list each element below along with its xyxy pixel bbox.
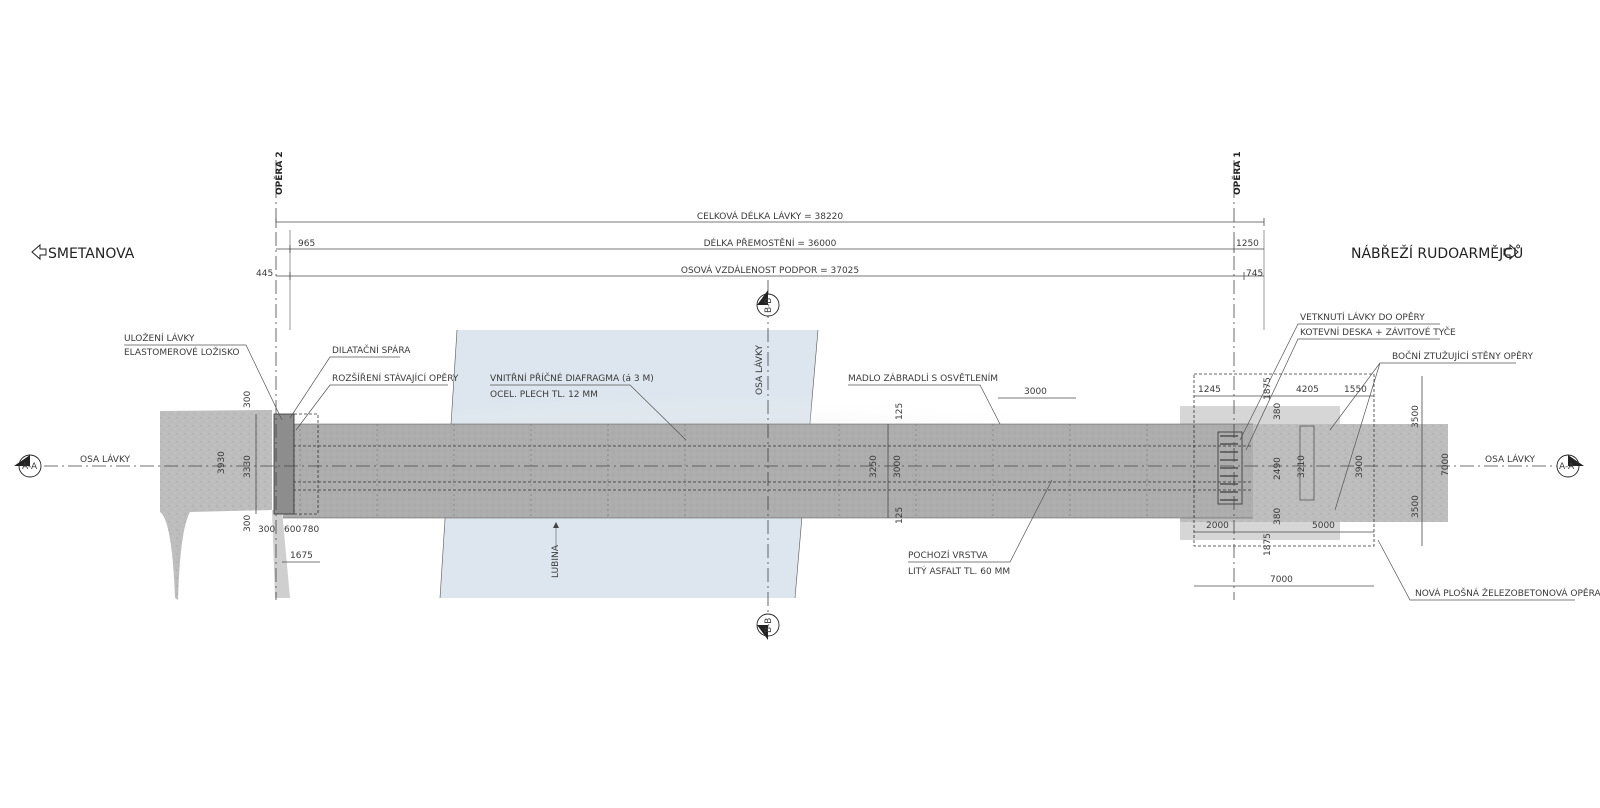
section-mark-bb-top: B-B bbox=[756, 290, 780, 317]
dim-3930: 3930 bbox=[217, 451, 227, 474]
top-dimensions: CELKOVÁ DÉLKA LÁVKY = 38220 DÉLKA PŘEMOS… bbox=[256, 210, 1265, 280]
section-bb-top-label: B-B bbox=[764, 298, 774, 313]
dim-5000: 5000 bbox=[1312, 521, 1335, 531]
section-mark-bb-bottom: B-B bbox=[756, 613, 780, 640]
arrow-left-icon bbox=[31, 243, 47, 261]
dim-780: 780 bbox=[302, 525, 319, 535]
bearing-callout: ULOŽENÍ LÁVKY ELASTOMEROVÉ LOŽISKO bbox=[124, 332, 283, 421]
axis-right-label: OSA LÁVKY bbox=[1485, 453, 1536, 465]
dim-1875-bot: 1875 bbox=[1263, 533, 1273, 556]
dim-300-top: 300 bbox=[243, 391, 253, 408]
dim-1250: 1250 bbox=[1236, 239, 1259, 249]
walk-layer-label-2: LITÝ ASFALT TL. 60 MM bbox=[908, 565, 1010, 577]
axis-vertical-label: OSA LÁVKY bbox=[753, 344, 765, 395]
direction-right: NÁBŘEŽÍ RUDOARMĚJCŮ bbox=[1351, 243, 1523, 262]
dim-2490: 2490 bbox=[1273, 457, 1283, 480]
extension-label: ROZŠÍŘENÍ STÁVAJÍCÍ OPĚRY bbox=[332, 372, 459, 384]
dim-300-bot: 300 bbox=[243, 515, 253, 532]
dim-3500-bot: 3500 bbox=[1411, 495, 1421, 518]
existing-abutment-left bbox=[160, 410, 272, 600]
handrail-callout: MADLO ZÁBRADLÍ S OSVĚTLENÍM bbox=[848, 372, 1001, 425]
dim-445: 445 bbox=[256, 269, 273, 279]
dim-965: 965 bbox=[298, 239, 315, 249]
fixing-label-1: VETKNUTÍ LÁVKY DO OPĚRY bbox=[1300, 311, 1425, 323]
fixing-label-2: KOTEVNÍ DESKA + ZÁVITOVÉ TYČE bbox=[1300, 326, 1456, 338]
dilatation-label: DILATAČNÍ SPÁRA bbox=[332, 344, 411, 356]
dim-380-bot: 380 bbox=[1273, 508, 1283, 525]
section-aa-left-label: A-A bbox=[22, 462, 38, 472]
new-abutment-label: NOVÁ PLOŠNÁ ŽELEZOBETONOVÁ OPĚRA bbox=[1415, 587, 1600, 599]
extension-callout: ROZŠÍŘENÍ STÁVAJÍCÍ OPĚRY bbox=[295, 372, 459, 431]
dilatation-callout: DILATAČNÍ SPÁRA bbox=[289, 344, 411, 419]
section-mark-aa-right: A-A´ bbox=[1556, 454, 1584, 478]
dim-380-top: 380 bbox=[1273, 403, 1283, 420]
span-length-label: DÉLKA PŘEMOSTĚNÍ = 36000 bbox=[704, 237, 837, 249]
embankment-left bbox=[272, 510, 290, 598]
new-abutment-callout: NOVÁ PLOŠNÁ ŽELEZOBETONOVÁ OPĚRA bbox=[1377, 539, 1600, 601]
river-label: LUBINA bbox=[551, 544, 561, 578]
diaphragm-grid bbox=[299, 424, 1148, 518]
dim-125-top: 125 bbox=[895, 403, 905, 420]
dim-7000-v: 7000 bbox=[1441, 453, 1451, 476]
side-walls-label: BOČNÍ ZTUŽUJÍCÍ STĚNY OPĚRY bbox=[1392, 350, 1533, 362]
right-local-dims: 1245 1875 4205 1550 380 2490 380 3210 39… bbox=[1194, 376, 1451, 587]
dim-300-b2: 300 bbox=[258, 525, 275, 535]
diaphragm-label-2: OCEL. PLECH TL. 12 MM bbox=[490, 390, 598, 400]
dim-3500-top: 3500 bbox=[1411, 405, 1421, 428]
dim-125-bot: 125 bbox=[895, 507, 905, 524]
dim-1245: 1245 bbox=[1198, 385, 1221, 395]
anchor-bolts bbox=[1220, 435, 1238, 501]
dim-2000: 2000 bbox=[1206, 521, 1229, 531]
left-local-dims: 3930 3330 300 300 300 600 780 1675 bbox=[217, 391, 320, 563]
dim-7000-h: 7000 bbox=[1270, 575, 1293, 585]
dim-3000-v: 3000 bbox=[893, 455, 903, 478]
handrail-label: MADLO ZÁBRADLÍ S OSVĚTLENÍM bbox=[848, 372, 998, 384]
bearing-label-2: ELASTOMEROVÉ LOŽISKO bbox=[124, 346, 240, 358]
dim-4205: 4205 bbox=[1296, 385, 1319, 395]
bearing-plate bbox=[273, 413, 295, 515]
dim-745: 745 bbox=[1246, 269, 1263, 279]
diaphragm-label-1: VNITŘNÍ PŘÍČNÉ DIAFRAGMA (á 3 M) bbox=[490, 372, 654, 384]
direction-left: SMETANOVA bbox=[31, 243, 135, 262]
total-length-label: CELKOVÁ DÉLKA LÁVKY = 38220 bbox=[697, 210, 844, 222]
dim-3210: 3210 bbox=[1297, 455, 1307, 478]
section-mark-aa-left: A-A bbox=[14, 454, 42, 478]
diaphragm-callout: VNITŘNÍ PŘÍČNÉ DIAFRAGMA (á 3 M) OCEL. P… bbox=[490, 372, 687, 441]
side-walls-callout: BOČNÍ ZTUŽUJÍCÍ STĚNY OPĚRY bbox=[1329, 350, 1533, 511]
axis-left-label: OSA LÁVKY bbox=[80, 453, 131, 465]
opera-1-label: OPĚRA 1 bbox=[1231, 151, 1243, 195]
dim-1550: 1550 bbox=[1344, 385, 1367, 395]
dim-3900: 3900 bbox=[1355, 455, 1365, 478]
section-aa-right-label: A-A´ bbox=[1559, 461, 1579, 472]
dim-3250: 3250 bbox=[869, 455, 879, 478]
dim-3330: 3330 bbox=[243, 455, 253, 478]
direction-left-label: SMETANOVA bbox=[48, 246, 135, 262]
bearing-label-1: ULOŽENÍ LÁVKY bbox=[124, 332, 195, 344]
walk-layer-label-1: POCHOZÍ VRSTVA bbox=[908, 549, 989, 561]
dim-1675: 1675 bbox=[290, 551, 313, 561]
arrow-right-icon bbox=[1503, 243, 1519, 261]
deck-dims: 3000 125 125 3250 3000 bbox=[869, 387, 1076, 524]
dim-600: 600 bbox=[284, 525, 301, 535]
section-bb-bottom-label: B-B bbox=[764, 618, 774, 633]
opera-2-label: OPĚRA 2 bbox=[273, 151, 285, 195]
fixing-callout: VETKNUTÍ LÁVKY DO OPĚRY KOTEVNÍ DESKA + … bbox=[1239, 311, 1456, 451]
dim-3000: 3000 bbox=[1024, 387, 1047, 397]
dim-1875-top: 1875 bbox=[1263, 377, 1273, 400]
support-distance-label: OSOVÁ VZDÁLENOST PODPOR = 37025 bbox=[681, 264, 859, 276]
walk-layer-callout: POCHOZÍ VRSTVA LITÝ ASFALT TL. 60 MM bbox=[908, 479, 1053, 577]
direction-right-label: NÁBŘEŽÍ RUDOARMĚJCŮ bbox=[1351, 244, 1523, 262]
